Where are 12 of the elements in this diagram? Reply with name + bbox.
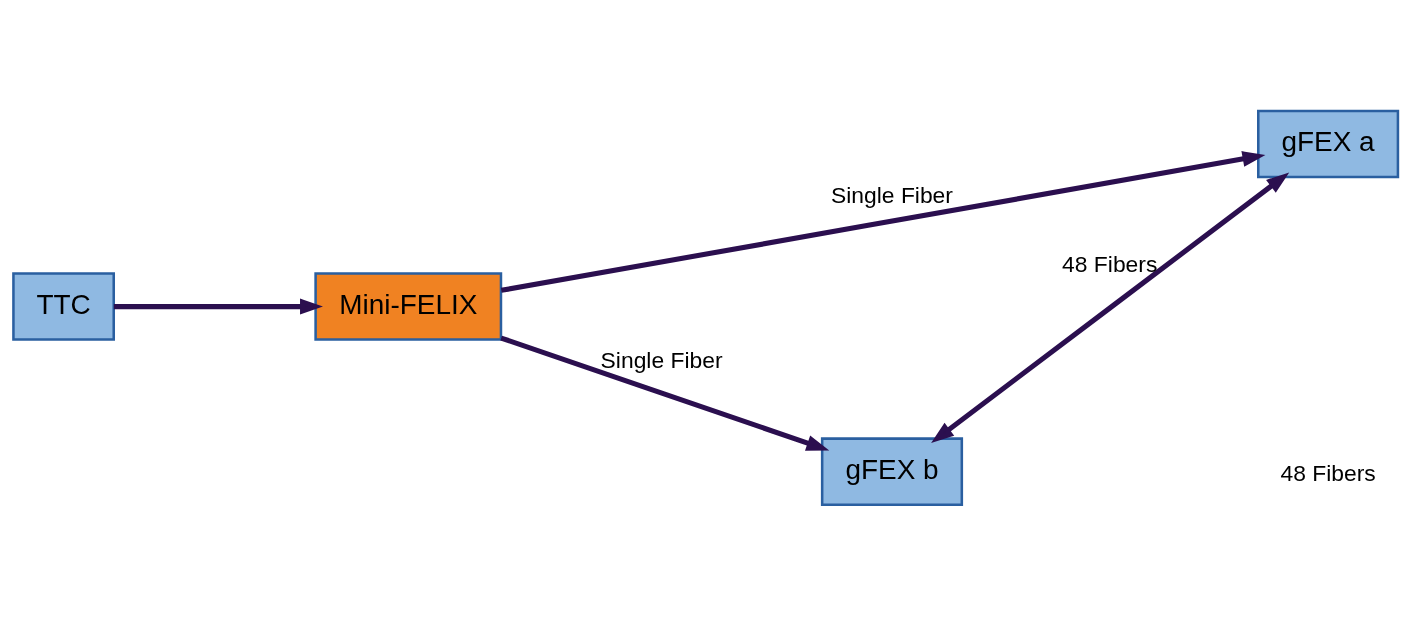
edge-label: Single Fiber	[600, 347, 723, 374]
node-box: gFEX b	[820, 437, 964, 506]
arrow	[500, 151, 1266, 293]
node-box: TTC	[12, 272, 115, 341]
node-box: Mini-FELIX	[314, 272, 503, 341]
arrow	[113, 298, 323, 315]
arrow	[500, 335, 830, 451]
edge-label: Single Fiber	[831, 182, 953, 208]
arrow	[931, 172, 1290, 444]
edge-label: 48 Fibers	[1062, 250, 1158, 277]
label: 48 Fibers	[1280, 460, 1376, 487]
node-box: gFEX a	[1257, 109, 1400, 179]
